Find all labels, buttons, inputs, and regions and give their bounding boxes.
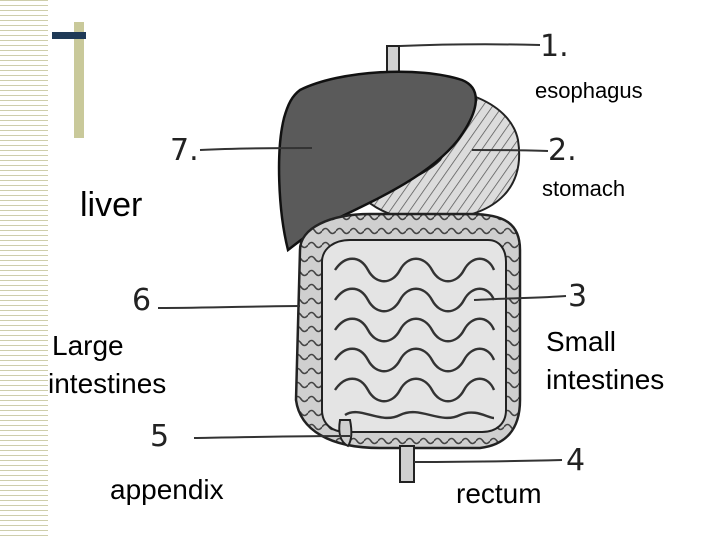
pointer-line-1 [399,43,541,47]
pointer-line-3 [473,295,567,301]
label-appendix: appendix [110,474,224,505]
small-intestine-coils [334,257,496,420]
label-large-intestines-line1: Large [52,330,124,361]
number-7: 7. [170,133,199,168]
pointer-line-4 [413,459,563,463]
number-1: 1. [540,29,569,64]
appendix-shape [338,419,353,448]
label-liver: liver [80,186,143,224]
number-3: 3 [568,279,587,314]
small-intestine-area [321,239,507,433]
pointer-line-2 [471,149,549,152]
striped-margin-decoration [0,0,48,540]
liver-shape [277,70,478,253]
label-esophagus: esophagus [535,78,643,103]
label-small-intestines-line2: intestines [546,364,665,395]
accent-dash [52,32,86,39]
number-4: 4 [566,443,585,478]
label-small-intestines-line1: Small [546,326,617,357]
pointer-line-6 [157,305,301,309]
number-2: 2. [548,133,577,168]
accent-bar [74,22,84,138]
label-rectum: rectum [456,478,542,509]
label-stomach: stomach [542,176,626,201]
number-6: 6 [132,283,151,318]
label-large-intestines-line2: intestines [48,368,167,399]
rectum-shape [399,445,415,483]
pointer-line-7 [199,147,313,151]
pointer-line-5 [193,435,351,439]
number-5: 5 [150,419,169,454]
pointer-lines [157,43,567,463]
